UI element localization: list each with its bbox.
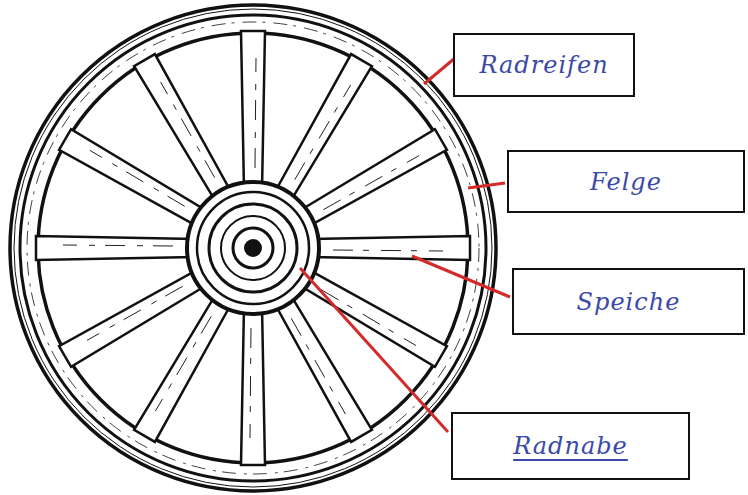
wood-grain xyxy=(90,150,185,206)
label-box: Felge xyxy=(507,150,745,213)
spoke xyxy=(274,294,372,442)
wheel-hub xyxy=(245,240,261,256)
wood-grain xyxy=(333,250,443,251)
part-name: Radnabe xyxy=(513,432,628,460)
wheel-hub xyxy=(209,204,297,292)
spoke xyxy=(134,54,232,202)
wheel-ring xyxy=(20,15,486,481)
part-name: Radreifen xyxy=(479,51,608,79)
wheel-illustration xyxy=(10,5,496,491)
leader-lines xyxy=(300,58,510,432)
wood-grain xyxy=(321,290,416,346)
wood-grain xyxy=(291,318,345,414)
spoke xyxy=(241,31,265,190)
wood-grain xyxy=(161,82,215,178)
part-name: Speiche xyxy=(577,288,681,316)
spoke xyxy=(36,236,195,260)
wood-grain xyxy=(63,245,173,246)
wood-grain xyxy=(255,58,256,168)
spoke xyxy=(241,306,265,465)
leader-line xyxy=(412,256,510,297)
wheel-hub xyxy=(187,182,319,314)
wood-grain xyxy=(295,85,351,180)
label-box: Radnabe xyxy=(451,412,690,480)
wood-grain xyxy=(323,156,419,210)
wood-grain xyxy=(87,286,183,340)
wheel-ring xyxy=(27,22,479,474)
label-box: Radreifen xyxy=(453,33,635,97)
wheel-ring xyxy=(10,5,496,491)
spoke xyxy=(59,269,207,367)
part-name: Felge xyxy=(590,168,662,196)
wheel-hub xyxy=(221,216,285,280)
wheel-hub xyxy=(197,192,309,304)
leader-line xyxy=(468,183,505,188)
label-box: Speiche xyxy=(512,268,745,335)
leader-line xyxy=(424,58,455,84)
wood-grain xyxy=(155,316,211,411)
wood-grain xyxy=(250,328,251,438)
spoke xyxy=(311,236,470,260)
leader-line xyxy=(300,268,448,432)
wheel-hub xyxy=(233,228,273,268)
spoke xyxy=(299,129,447,227)
wheel-ring xyxy=(14,9,492,487)
